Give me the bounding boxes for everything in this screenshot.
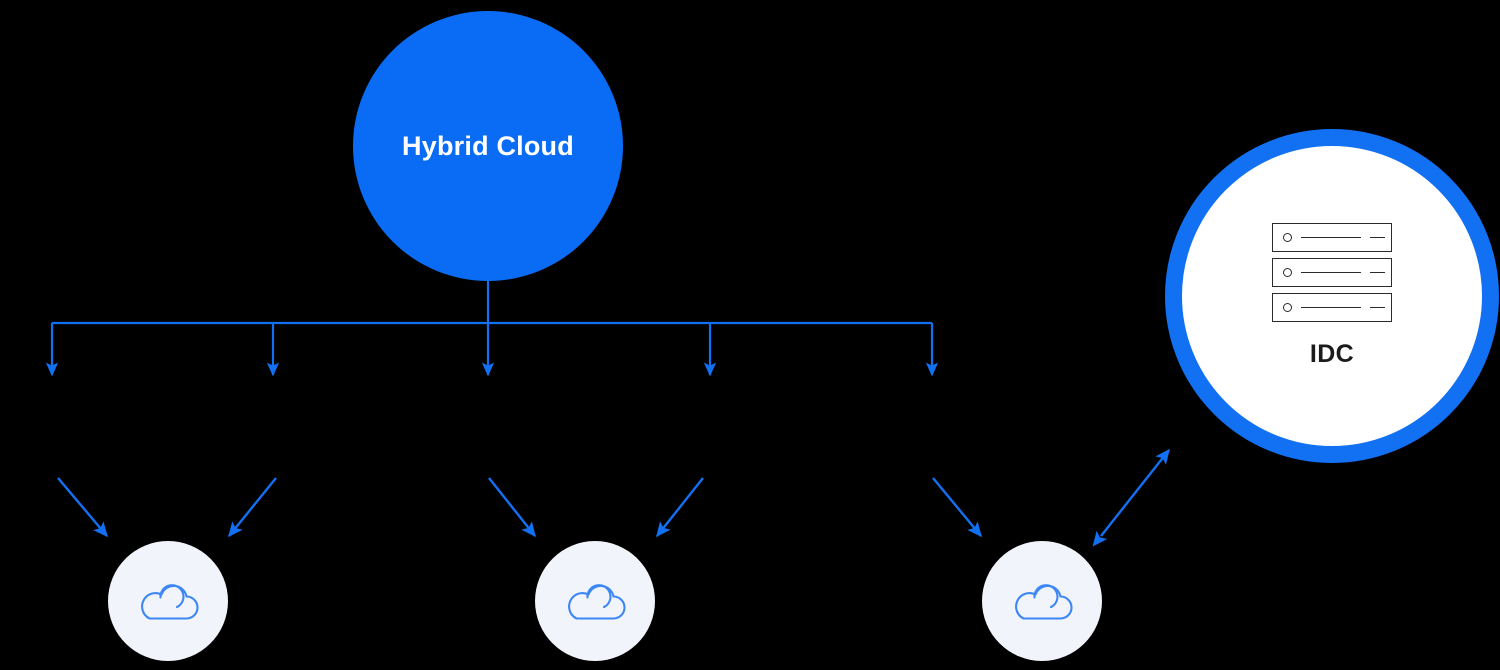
server-rack-unit (1272, 258, 1392, 287)
server-bar-short (1370, 237, 1385, 238)
server-bar-long (1301, 237, 1361, 238)
arrow-to-cloud-node-1-right (228, 477, 277, 538)
cloud-icon (568, 584, 626, 620)
arrow-to-cloud-node-1-left (57, 477, 108, 538)
server-bar-short (1370, 307, 1385, 308)
cloud-node-2[interactable] (535, 541, 655, 661)
server-rack-icon (1272, 223, 1392, 322)
arrow-to-cloud-node-3-left (932, 477, 982, 538)
arrow-cloud-node-3-to-idc (1092, 448, 1170, 547)
cloud-icon (1015, 584, 1073, 620)
cloud-node-3[interactable] (982, 541, 1102, 661)
server-led-icon (1283, 303, 1292, 312)
arrow-to-cloud-node-2-left (488, 477, 536, 538)
server-led-icon (1283, 268, 1292, 277)
cloud-node-1[interactable] (108, 541, 228, 661)
hybrid-cloud-hub-node[interactable]: Hybrid Cloud (353, 11, 623, 281)
idc-node-label: IDC (1309, 340, 1355, 368)
server-rack-unit (1272, 293, 1392, 322)
server-bar-long (1301, 307, 1361, 308)
idc-node[interactable]: IDC (1165, 129, 1499, 463)
server-rack-unit (1272, 223, 1392, 252)
server-bar-short (1370, 272, 1385, 273)
server-led-icon (1283, 233, 1292, 242)
server-bar-long (1301, 272, 1361, 273)
cloud-icon (141, 584, 199, 620)
arrow-to-cloud-node-2-right (656, 477, 704, 538)
hybrid-cloud-hub-label: Hybrid Cloud (402, 130, 574, 161)
